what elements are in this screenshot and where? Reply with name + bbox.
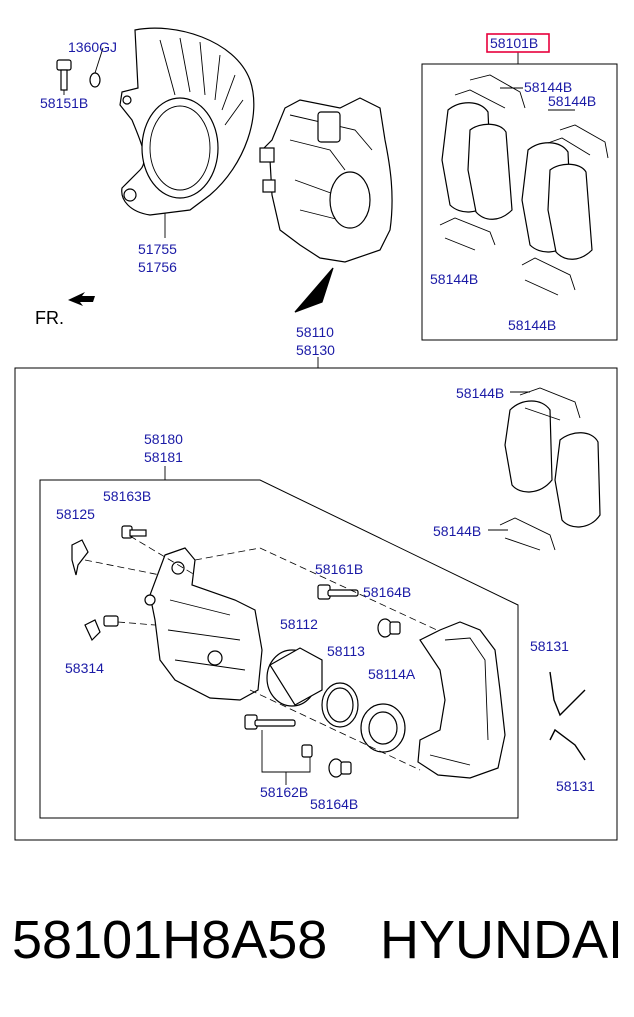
label-1360gj[interactable]: 1360GJ xyxy=(68,39,117,55)
label-58151b[interactable]: 58151B xyxy=(40,95,88,111)
guide-boots xyxy=(328,618,401,778)
label-58144b-3[interactable]: 58144B xyxy=(430,271,478,287)
anti-rattle-spring-lower xyxy=(549,728,586,761)
label-58162b[interactable]: 58162B xyxy=(260,784,308,800)
piston xyxy=(266,647,323,707)
label-58101b[interactable]: 58101B xyxy=(490,35,538,51)
guide-pin-lower xyxy=(244,714,313,758)
caption: 58101H8A58 HYUNDAI xyxy=(0,900,634,990)
label-51755[interactable]: 51755 xyxy=(138,241,177,257)
dust-boot xyxy=(360,703,406,753)
label-front: FR. xyxy=(35,308,64,328)
label-58144b-5[interactable]: 58144B xyxy=(456,385,504,401)
brake-parts-diagram: 1360GJ 58151B 51755 51756 58101B 58144B … xyxy=(14,27,618,841)
label-58144b-1[interactable]: 58144B xyxy=(524,79,572,95)
shield-bolt xyxy=(56,47,104,95)
pad-kit-box xyxy=(421,63,618,341)
label-58131-2[interactable]: 58131 xyxy=(556,778,595,794)
label-51756[interactable]: 51756 xyxy=(138,259,177,275)
label-58110[interactable]: 58110 xyxy=(296,324,334,340)
label-58130[interactable]: 58130 xyxy=(296,342,335,358)
piston-seal xyxy=(321,682,359,728)
label-58180[interactable]: 58180 xyxy=(144,431,183,447)
label-58163b[interactable]: 58163B xyxy=(103,488,151,504)
caliper-assembly-top xyxy=(259,97,393,263)
bleeder-screw xyxy=(71,525,147,576)
pad-sensor xyxy=(84,615,119,642)
label-58144b-6[interactable]: 58144B xyxy=(433,523,481,539)
label-58181[interactable]: 58181 xyxy=(144,449,183,465)
label-58113[interactable]: 58113 xyxy=(327,643,365,659)
brake-pads-kit-top xyxy=(439,74,609,296)
dust-shield xyxy=(119,27,255,216)
brake-pads-lower xyxy=(499,387,601,551)
label-58164b-2[interactable]: 58164B xyxy=(310,796,358,812)
guide-pin-upper xyxy=(317,584,359,600)
label-58114a[interactable]: 58114A xyxy=(368,666,416,682)
caliper-body-box xyxy=(39,479,519,819)
anti-rattle-spring-upper xyxy=(549,671,586,717)
highlight-box-58101b xyxy=(486,33,550,53)
label-58144b-2[interactable]: 58144B xyxy=(548,93,596,109)
label-58144b-4[interactable]: 58144B xyxy=(508,317,556,333)
front-arrow-icon xyxy=(68,292,95,306)
label-58314[interactable]: 58314 xyxy=(65,660,104,676)
label-58131-1[interactable]: 58131 xyxy=(530,638,569,654)
part-number: 58101H8A58 xyxy=(12,910,328,970)
caliper-bracket xyxy=(417,621,506,779)
label-58164b-1[interactable]: 58164B xyxy=(363,584,411,600)
label-58161b[interactable]: 58161B xyxy=(315,561,363,577)
caliper-assembly-box xyxy=(14,367,618,841)
label-58125[interactable]: 58125 xyxy=(56,506,95,522)
caliper-body xyxy=(144,547,263,701)
brand-name: HYUNDAI xyxy=(380,910,624,970)
label-58112[interactable]: 58112 xyxy=(280,616,318,632)
